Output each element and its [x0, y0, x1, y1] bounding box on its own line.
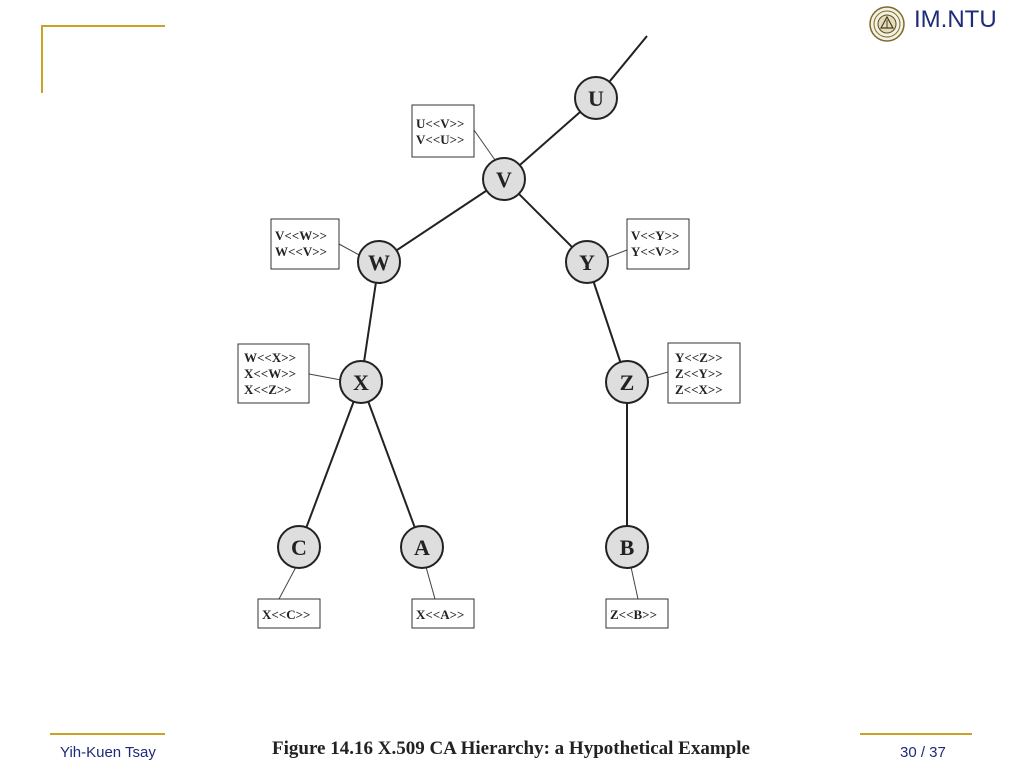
leader-v	[473, 129, 496, 161]
node-label: Z	[620, 370, 635, 395]
leader-b	[630, 566, 639, 600]
node-u: U	[574, 76, 618, 120]
cert-entry: X<<Z>>	[244, 382, 292, 397]
node-z: Z	[605, 360, 649, 404]
node-x: X	[339, 360, 383, 404]
node-a: A	[400, 525, 444, 569]
node-b: B	[605, 525, 649, 569]
node-w: W	[357, 240, 401, 284]
cert-entry: X<<W>>	[244, 366, 296, 381]
node-label: C	[291, 535, 307, 560]
cert-box-a: X<<A>>	[411, 598, 475, 629]
university-seal-icon	[869, 6, 905, 42]
cert-box-v: U<<V>> V<<U>>	[411, 104, 475, 158]
footer-divider-right	[860, 733, 972, 735]
cert-entry: Y<<Z>>	[675, 350, 723, 365]
node-label: V	[496, 167, 512, 192]
cert-entry: Z<<B>>	[610, 607, 657, 622]
node-label: W	[368, 250, 390, 275]
cert-box-c: X<<C>>	[257, 598, 321, 629]
leader-x	[308, 373, 342, 381]
leader-z	[646, 371, 669, 379]
edge-x-a	[360, 381, 423, 548]
leader-c	[278, 566, 297, 600]
node-y: Y	[565, 240, 609, 284]
cert-entry: V<<U>>	[416, 132, 464, 147]
cert-box-y: V<<Y>> Y<<V>>	[626, 218, 690, 270]
node-v: V	[482, 157, 526, 201]
node-c: C	[277, 525, 321, 569]
cert-entry: U<<V>>	[416, 116, 464, 131]
footer-divider-left	[50, 733, 165, 735]
cert-entry: V<<W>>	[275, 228, 327, 243]
cert-box-b: Z<<B>>	[605, 598, 669, 629]
cert-box-x: W<<X>> X<<W>> X<<Z>>	[237, 343, 310, 404]
org-label: IM.NTU	[914, 6, 997, 33]
cert-entry: Y<<V>>	[631, 244, 679, 259]
leader-w	[338, 243, 362, 257]
leader-a	[425, 566, 436, 600]
footer-author: Yih-Kuen Tsay	[60, 744, 156, 761]
cert-entry: X<<A>>	[416, 607, 464, 622]
figure-caption: Figure 14.16 X.509 CA Hierarchy: a Hypot…	[272, 738, 750, 759]
page-number: 30 / 37	[900, 744, 946, 761]
cert-entry: Z<<Y>>	[675, 366, 723, 381]
node-label: U	[588, 86, 604, 111]
node-label: Y	[579, 250, 595, 275]
corner-bracket-decoration	[41, 25, 165, 93]
cert-entry: W<<X>>	[244, 350, 296, 365]
cert-box-w: V<<W>> W<<V>>	[270, 218, 340, 270]
leader-y	[605, 249, 628, 259]
cert-entry: V<<Y>>	[631, 228, 679, 243]
node-label: B	[620, 535, 635, 560]
edge-x-c	[298, 381, 362, 548]
cert-entry: Z<<X>>	[675, 382, 723, 397]
edge-v-w	[378, 178, 505, 263]
node-label: X	[353, 370, 369, 395]
cert-entry: W<<V>>	[275, 244, 327, 259]
node-label: A	[414, 535, 430, 560]
cert-entry: X<<C>>	[262, 607, 310, 622]
cert-box-z: Y<<Z>> Z<<Y>> Z<<X>>	[667, 342, 741, 404]
